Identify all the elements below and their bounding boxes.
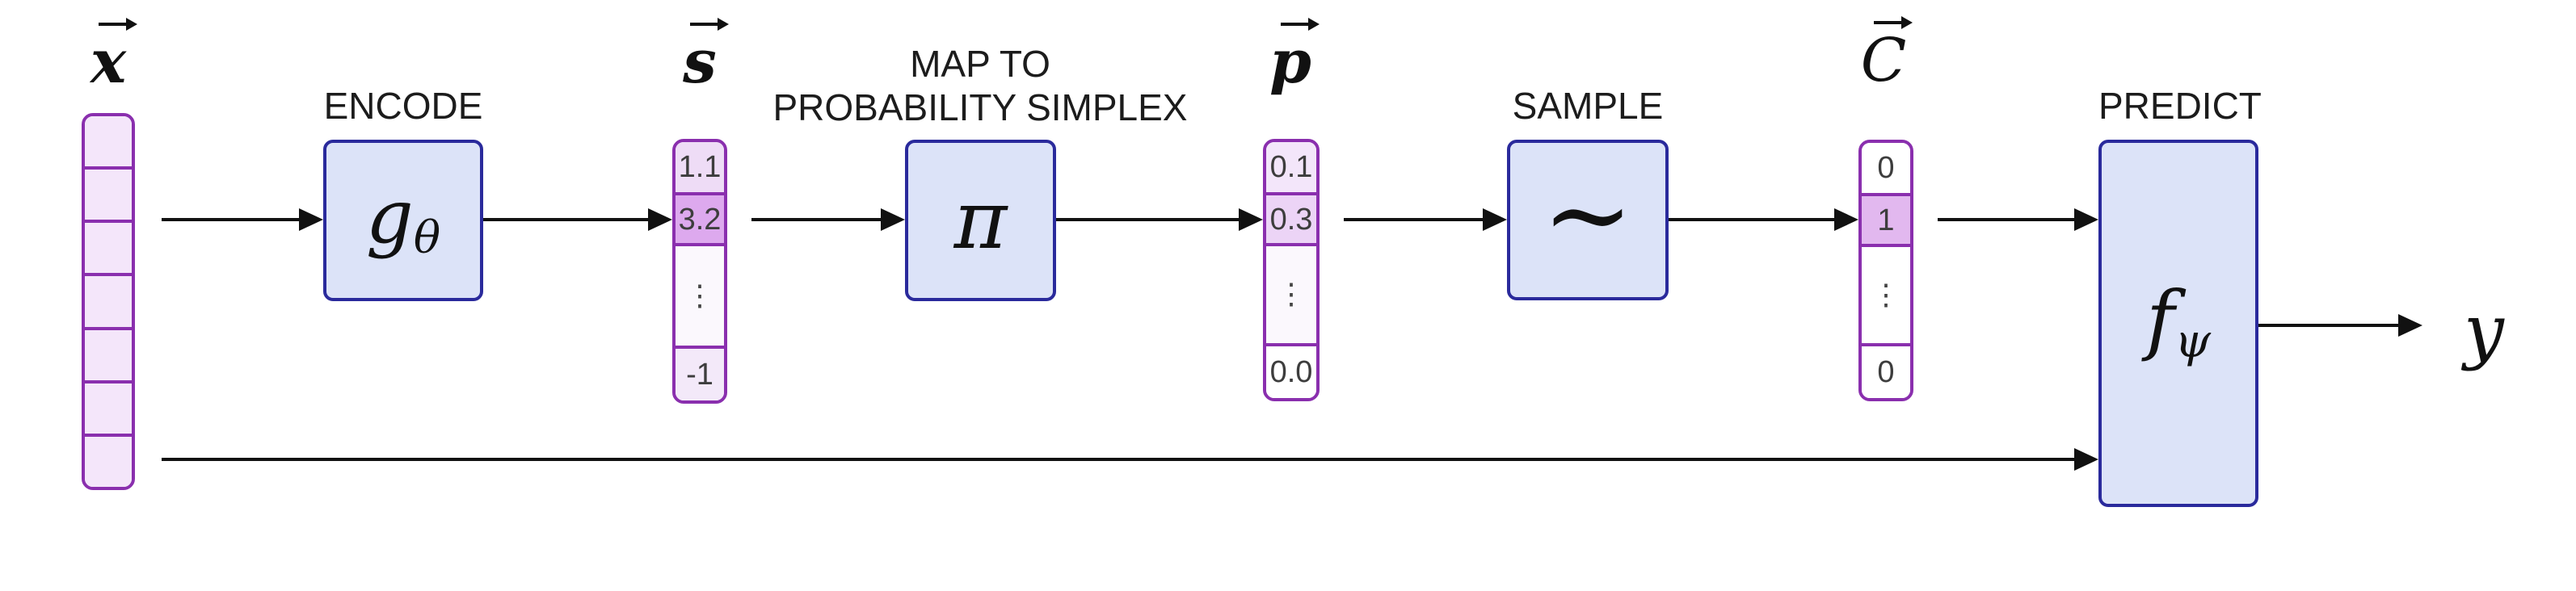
- encode-symbol: gθ: [365, 173, 441, 265]
- vector-arrow-icon: [1874, 16, 1913, 29]
- vector-cell-ellipsis: ⋮: [1862, 244, 1910, 343]
- vector-cell: [85, 166, 132, 220]
- arrow-c-to-predict: [1938, 218, 2074, 221]
- vector-letter-s: s: [683, 27, 717, 97]
- vector-cell: 1.1: [676, 142, 724, 192]
- vector-cell: 0: [1862, 143, 1910, 193]
- arrow-skip-x-to-predict: [162, 458, 2074, 461]
- sample-title: SAMPLE: [1512, 85, 1664, 127]
- arrow-simplex-to-p: [1056, 218, 1239, 221]
- arrow-x-to-encode: [162, 218, 299, 221]
- vector-cell: [85, 273, 132, 327]
- vector-cell: -1: [676, 346, 724, 400]
- simplex-title: MAP TO PROBABILITY SIMPLEX: [772, 43, 1188, 128]
- predict-title: PREDICT: [2098, 85, 2262, 127]
- vector-arrow-icon: [1281, 18, 1320, 31]
- vector-cell-ellipsis: ⋮: [676, 243, 724, 346]
- vector-letter-c: C: [1860, 26, 1907, 95]
- predict-symbol: fψ: [2146, 275, 2211, 368]
- predict-box: fψ: [2098, 140, 2258, 507]
- encode-title: ENCODE: [323, 85, 483, 127]
- encode-box: gθ: [323, 140, 483, 301]
- vector-cell: [85, 116, 132, 167]
- sample-box: ∼: [1507, 140, 1669, 300]
- simplex-symbol: π: [953, 173, 1008, 267]
- vector-cell-highlighted: 1: [1862, 193, 1910, 244]
- scores-vector-s: 1.1 3.2 ⋮ -1: [672, 139, 727, 404]
- vector-arrow-icon: [99, 18, 137, 31]
- vector-cell-highlighted: 0.3: [1266, 192, 1316, 243]
- vector-cell: 0: [1862, 343, 1910, 398]
- vector-cell: 0.1: [1266, 142, 1316, 192]
- vector-label-c: C: [1847, 16, 1920, 90]
- vector-label-x: x: [72, 18, 145, 92]
- arrow-s-to-simplex: [751, 218, 881, 221]
- vector-label-p: p: [1254, 18, 1327, 92]
- vector-cell: 0.0: [1266, 343, 1316, 398]
- arrow-sample-to-c: [1669, 218, 1834, 221]
- arrow-encode-to-s: [483, 218, 648, 221]
- arrow-predict-to-y: [2258, 324, 2398, 327]
- input-vector-x: [82, 113, 135, 490]
- simplex-box: π: [905, 140, 1056, 301]
- vector-cell: [85, 326, 132, 380]
- vector-letter-x: x: [90, 27, 127, 97]
- vector-cell-ellipsis: ⋮: [1266, 243, 1316, 343]
- arrow-p-to-sample: [1344, 218, 1483, 221]
- vector-cell: [85, 433, 132, 487]
- vector-cell: [85, 379, 132, 434]
- vector-arrow-icon: [690, 18, 729, 31]
- vector-letter-p: p: [1269, 27, 1311, 97]
- vector-cell: [85, 220, 132, 274]
- sample-tilde-symbol: ∼: [1542, 151, 1634, 278]
- output-label-y: y: [2464, 289, 2504, 372]
- vector-label-s: s: [663, 18, 736, 92]
- class-vector-c: 0 1 ⋮ 0: [1858, 140, 1913, 401]
- vector-cell-highlighted: 3.2: [676, 192, 724, 243]
- probability-vector-p: 0.1 0.3 ⋮ 0.0: [1263, 139, 1320, 401]
